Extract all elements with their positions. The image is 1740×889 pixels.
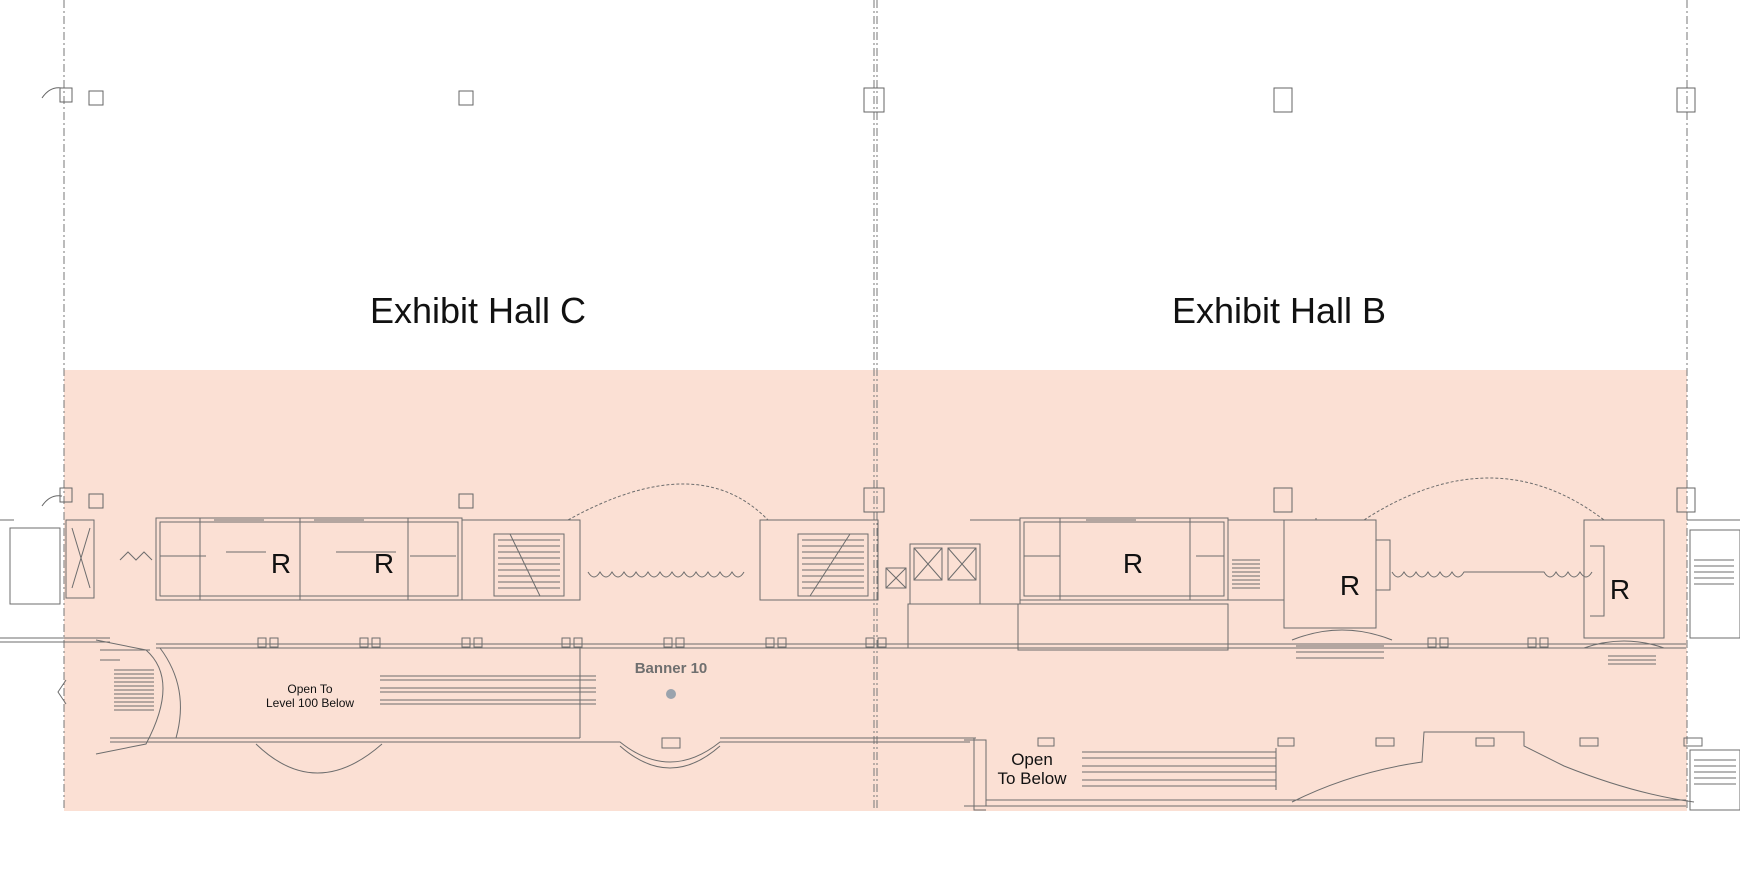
building-linework — [0, 477, 1740, 811]
columns-lower — [41, 487, 1696, 513]
restroom-label: R — [1122, 548, 1144, 579]
open-to-below-line: Open To — [287, 682, 333, 696]
hall-label-c: Exhibit Hall C — [369, 290, 587, 331]
banner-label: Banner 10 — [634, 660, 708, 677]
open-to-below-line: To Below — [997, 769, 1067, 788]
restroom-label: R — [1609, 574, 1631, 605]
open-to-below-line: Open — [1011, 750, 1053, 769]
highlighted-zone — [64, 370, 1687, 811]
open-to-below-label: Open To Level 100 Below — [266, 682, 354, 710]
restroom-label: R — [373, 548, 395, 579]
hall-boundaries — [63, 0, 1688, 811]
columns-top — [41, 87, 1696, 113]
open-to-below-line: Level 100 Below — [265, 696, 355, 710]
open-to-below-label: Open To Below — [998, 750, 1067, 788]
hall-label-b: Exhibit Hall B — [1171, 290, 1387, 331]
restroom-label: R — [1339, 570, 1361, 601]
restroom-label: R — [270, 548, 292, 579]
banner-location-dot[interactable] — [666, 689, 676, 699]
